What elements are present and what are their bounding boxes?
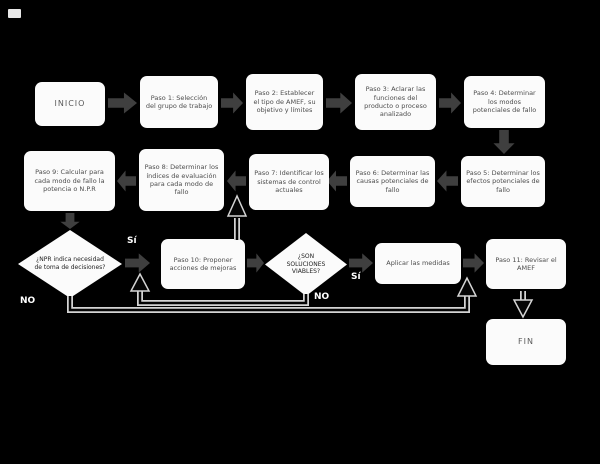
edge-label-yes: Sí — [127, 236, 137, 246]
arrow-right-icon — [247, 253, 264, 273]
flowchart-node-inicio: INICIO — [35, 82, 105, 126]
flowchart-node-paso8: Paso 8: Determinar los índices de evalua… — [139, 149, 224, 211]
arrow-right-icon — [463, 253, 484, 273]
flowchart-node-paso6: Paso 6: Determinar las causas potenciale… — [350, 156, 435, 207]
arrow-down-icon — [493, 130, 515, 154]
edge-label-no: NO — [20, 296, 36, 306]
flowchart-decision-npr: ¿NPR indica necesidad de toma de decisio… — [18, 230, 122, 298]
arrow-down-icon — [60, 213, 80, 229]
arrow-right-icon — [326, 92, 352, 114]
arrow-right-icon — [349, 253, 373, 273]
flowchart-decision-viables: ¿SON SOLUCIONES VIABLES? — [265, 233, 347, 296]
arrow-left-icon — [327, 170, 347, 192]
edge-label-no: NO — [314, 292, 330, 302]
flowchart-node-paso2: Paso 2: Establecer el tipo de AMEF, su o… — [246, 74, 323, 130]
flowchart-node-paso10: Paso 10: Proponer acciones de mejoras — [161, 239, 245, 289]
flowchart-node-fin: FIN — [486, 319, 566, 365]
flowchart-node-paso1: Paso 1: Selección del grupo de trabajo — [140, 76, 218, 128]
arrow-right-icon — [439, 92, 461, 114]
flowchart-node-paso7: Paso 7: Identificar los sistemas de cont… — [249, 154, 329, 210]
flowchart-node-paso9: Paso 9: Calcular para cada modo de fallo… — [24, 151, 115, 211]
arrow-left-icon — [437, 170, 458, 192]
arrow-right-icon — [125, 253, 150, 273]
flowchart-node-paso11: Paso 11: Revisar el AMEF — [486, 239, 566, 289]
arrow-right-icon — [108, 92, 137, 114]
flowchart-node-paso3: Paso 3: Aclarar las funciones del produc… — [355, 74, 436, 130]
arrow-right-icon — [221, 92, 243, 114]
flowchart-node-paso4: Paso 4: Determinar los modos potenciales… — [464, 76, 545, 128]
arrow-left-icon — [227, 170, 246, 192]
arrow-left-icon — [117, 170, 136, 192]
edge-label-yes: Sí — [351, 272, 361, 282]
flowchart-node-paso5: Paso 5: Determinar los efectos potencial… — [461, 156, 545, 207]
corner-artifact — [8, 9, 21, 18]
flowchart-node-aplicar: Aplicar las medidas — [375, 243, 461, 284]
